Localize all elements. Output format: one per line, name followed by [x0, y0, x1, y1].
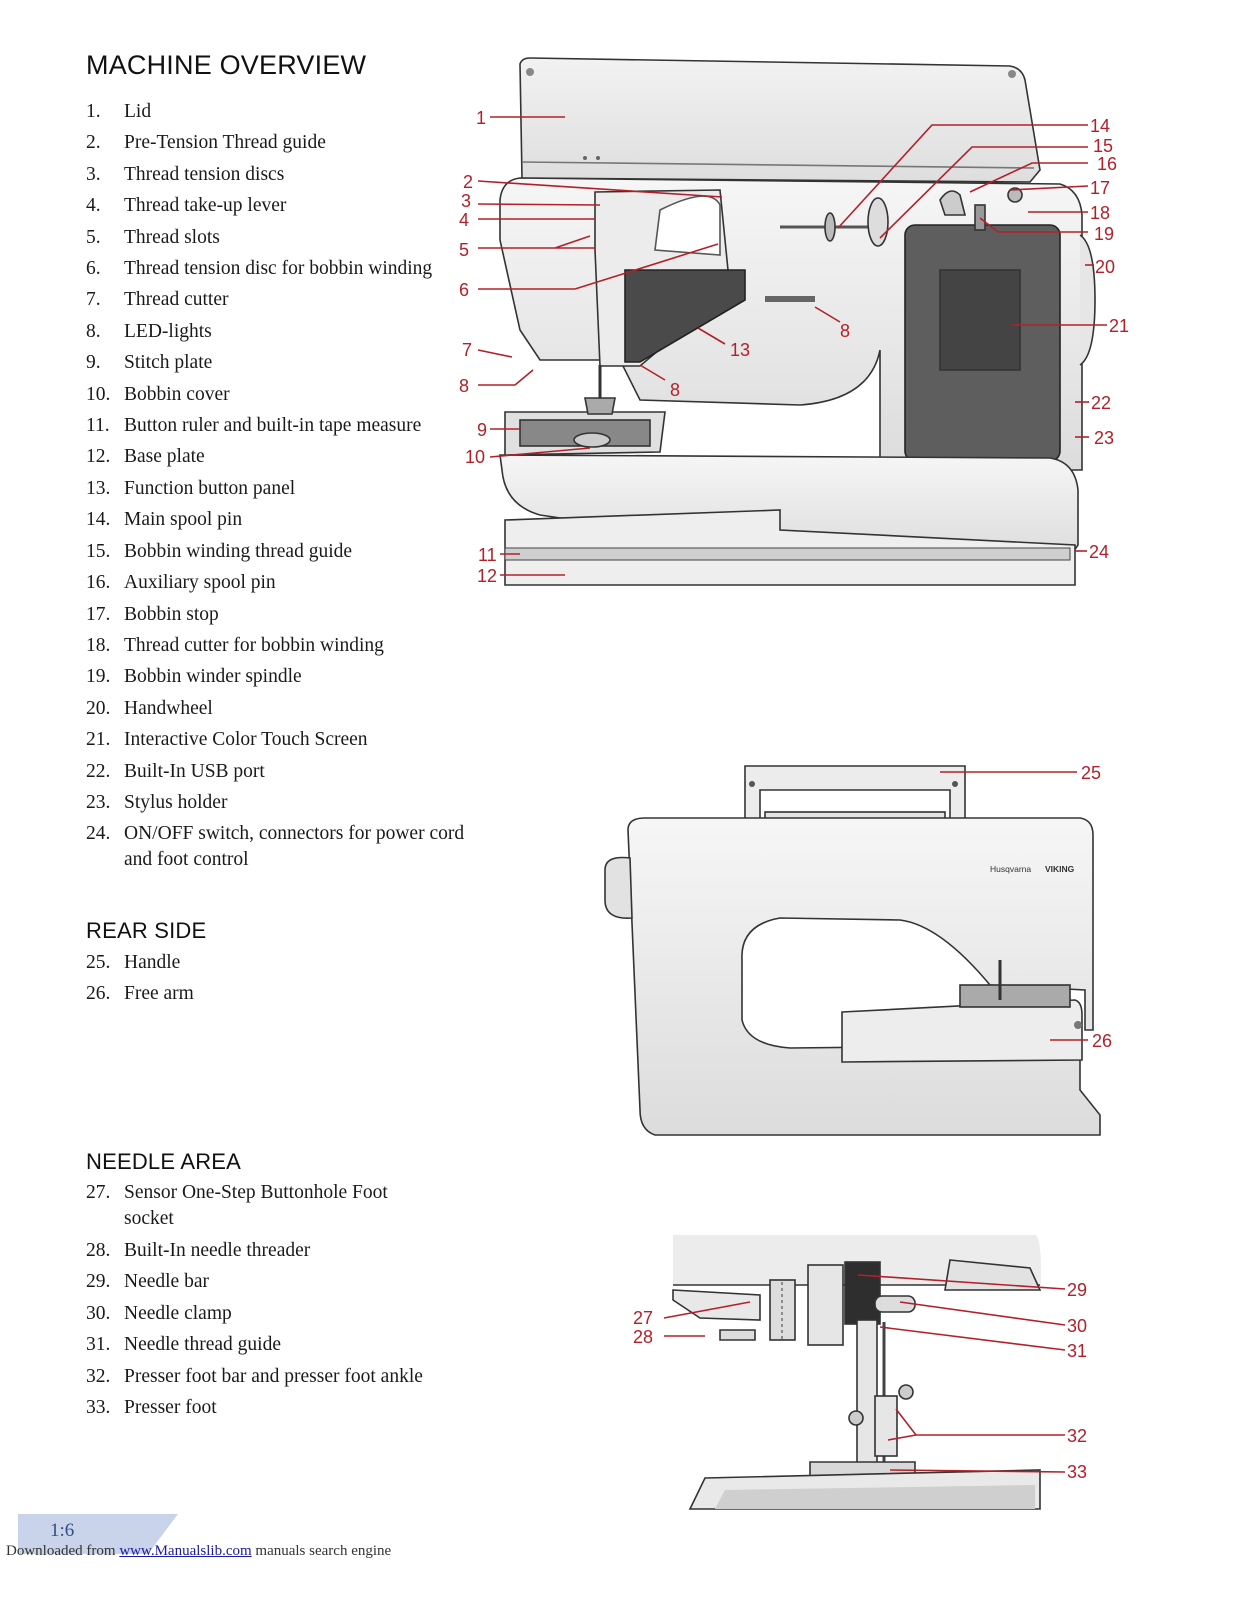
callout-4: 4: [459, 210, 469, 230]
callout-2: 2: [463, 172, 473, 192]
rear-parts-list: 25.Handle 26.Free arm: [86, 947, 194, 1010]
callout-26: 26: [1092, 1031, 1112, 1051]
callout-10: 10: [465, 447, 485, 467]
list-item: 9.Stitch plate: [86, 352, 213, 374]
front-machine-drawing: [499, 57, 1096, 586]
callout-17: 17: [1090, 178, 1110, 198]
callout-6: 6: [459, 280, 469, 300]
list-item: 3.Thread tension discs: [86, 163, 285, 185]
callout-21: 21: [1109, 316, 1129, 336]
callout-numbers: 1 2 3 4 5 6 7 8 8 8 9 10 11 12 13 14 15 …: [459, 108, 1129, 1482]
needle-area-heading: NEEDLE AREA: [86, 1149, 242, 1174]
list-item: 21.Interactive Color Touch Screen: [86, 729, 368, 751]
callout-11: 11: [478, 545, 497, 565]
callout-28: 28: [633, 1327, 653, 1347]
page-tab: [18, 1514, 178, 1554]
list-item: 31.Needle thread guide: [86, 1334, 282, 1356]
list-item: 25.Handle: [86, 952, 181, 973]
callout-8c: 8: [840, 321, 850, 341]
callout-20: 20: [1095, 257, 1115, 277]
callout-25: 25: [1081, 763, 1101, 783]
lid: [519, 57, 1041, 183]
callout-14: 14: [1090, 116, 1110, 136]
manualslib-link[interactable]: www.Manualslib.com: [119, 1543, 252, 1559]
callout-31: 31: [1067, 1341, 1087, 1361]
list-item: 12.Base plate: [86, 446, 205, 468]
callout-lines: [477, 116, 1107, 1473]
list-item: 26.Free arm: [86, 983, 194, 1005]
callout-5: 5: [459, 240, 469, 260]
callout-32: 32: [1067, 1426, 1087, 1446]
rear-side-heading: REAR SIDE: [86, 918, 207, 943]
list-item: 24.ON/OFF switch, connectors for power c…: [86, 823, 465, 871]
list-item: 5.Thread slots: [86, 226, 220, 248]
list-item: 18.Thread cutter for bobbin winding: [86, 634, 384, 656]
list-item: 10.Bobbin cover: [86, 383, 230, 405]
rear-machine-drawing: Husqvarna VIKING: [604, 765, 1101, 1136]
callout-18: 18: [1090, 203, 1110, 223]
page-number: 1:6: [50, 1520, 75, 1541]
callout-15: 15: [1093, 136, 1113, 156]
list-item: 29.Needle bar: [86, 1271, 209, 1293]
machine-parts-list: 1.Lid 2.Pre-Tension Thread guide 3.Threa…: [86, 96, 469, 876]
callout-9: 9: [477, 420, 487, 440]
callout-12: 12: [477, 566, 497, 586]
callout-33: 33: [1067, 1462, 1087, 1482]
list-item: 7.Thread cutter: [86, 289, 229, 311]
callout-24: 24: [1089, 542, 1109, 562]
list-item: 6.Thread tension disc for bobbin winding: [86, 258, 433, 280]
list-item: 1.Lid: [86, 101, 152, 122]
needle-bar: [844, 1261, 881, 1325]
callout-1: 1: [476, 108, 486, 128]
list-item: 11.Button ruler and built-in tape measur…: [86, 415, 422, 437]
list-item: 15.Bobbin winding thread guide: [86, 540, 353, 562]
list-item: 22.Built-In USB port: [86, 760, 265, 782]
callout-23: 23: [1094, 428, 1114, 448]
brand-husqvarna: Husqvarna: [990, 864, 1031, 874]
list-item: 27.Sensor One-Step Buttonhole Foot socke…: [86, 1182, 388, 1229]
list-item: 13.Function button panel: [86, 477, 296, 499]
list-item: 17.Bobbin stop: [86, 603, 219, 625]
download-note: Downloaded from www.Manualslib.com manua…: [6, 1543, 392, 1559]
callout-22: 22: [1091, 393, 1111, 413]
list-item: 20.Handwheel: [86, 697, 213, 719]
brand-viking: VIKING: [1045, 864, 1075, 874]
page-title: MACHINE OVERVIEW: [86, 50, 367, 80]
callout-30: 30: [1067, 1316, 1087, 1336]
list-item: 16.Auxiliary spool pin: [86, 572, 276, 594]
callout-7: 7: [462, 340, 472, 360]
tape-measure: [504, 547, 1071, 561]
list-item: 30.Needle clamp: [86, 1302, 232, 1324]
callout-13: 13: [730, 340, 750, 360]
needle-parts-list: 27.Sensor One-Step Buttonhole Foot socke…: [86, 1177, 424, 1423]
callout-8a: 8: [459, 376, 469, 396]
callout-3: 3: [461, 191, 471, 211]
list-item: 8.LED-lights: [86, 320, 212, 342]
callout-19: 19: [1094, 224, 1114, 244]
list-item: 32.Presser foot bar and presser foot ank…: [86, 1365, 423, 1387]
list-item: 14.Main spool pin: [86, 509, 243, 531]
callout-29: 29: [1067, 1280, 1087, 1300]
callout-16: 16: [1097, 154, 1117, 174]
callout-27: 27: [633, 1308, 653, 1328]
needle-area-drawing: [672, 1235, 1042, 1510]
list-item: 19.Bobbin winder spindle: [86, 666, 302, 688]
list-item: 23.Stylus holder: [86, 791, 228, 813]
callout-8b: 8: [670, 380, 680, 400]
list-item: 33.Presser foot: [86, 1397, 217, 1419]
list-item: 2.Pre-Tension Thread guide: [86, 132, 326, 154]
list-item: 4.Thread take-up lever: [86, 195, 287, 217]
list-item: 28.Built-In needle threader: [86, 1240, 311, 1261]
